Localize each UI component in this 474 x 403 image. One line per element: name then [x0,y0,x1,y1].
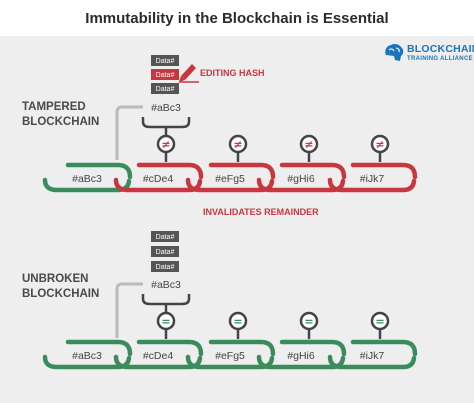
chain-link-bottom [256,354,346,370]
brain-icon [385,43,404,61]
chain-link-bottom [327,177,417,193]
data-box [151,83,179,94]
unbroken-section-label: UNBROKEN BLOCKCHAIN [22,272,99,302]
data-box-label: Data# [156,234,175,241]
block-hash: #cDe4 [143,173,174,185]
chain-link-top [208,339,276,357]
editing-hash-label: EDITING HASH [200,68,265,78]
svg-text:=: = [304,315,313,328]
block-hash: #aBc3 [72,350,102,362]
equal-icon: = [370,311,390,339]
block-hash: #aBc3 [72,173,102,185]
chain-link-top [279,162,347,180]
data-box [151,231,179,242]
block-hash: #gHi6 [287,350,315,362]
svg-text:=: = [161,315,170,328]
not-equal-icon: ≠ [228,134,248,162]
chain-link-top [136,162,204,180]
equal-icon: = [299,311,319,339]
tampered-label-line2: BLOCKCHAIN [22,116,100,128]
page-title: Immutability in the Blockchain is Essent… [85,10,389,27]
chain-link-bottom [185,354,275,370]
svg-text:≠: ≠ [161,138,170,151]
data-box [151,261,179,272]
chain-link-bottom [113,177,203,193]
data-box-label: Data# [156,264,175,271]
not-equal-icon: ≠ [156,134,176,162]
chain-link-top [279,339,347,357]
unbroken-label-line1: UNBROKEN [22,273,89,285]
chain-link-top [208,162,276,180]
tampered-label-line1: TAMPERED [22,101,86,113]
block-hash: #iJk7 [360,173,385,185]
link-line [115,105,143,160]
not-equal-icon: ≠ [370,134,390,162]
chain-link-bottom [42,177,132,193]
unbroken-data-stack: Data# Data# Data# [151,231,179,272]
chain-link-top [350,162,418,180]
block-hash: #eFg5 [215,173,245,185]
chain-link-top [136,339,204,357]
unbroken-top-hash: #aBc3 [151,279,181,291]
svg-text:≠: ≠ [233,138,242,151]
chain-link-top [65,339,133,357]
svg-text:≠: ≠ [304,138,313,151]
logo-title: BLOCKCHAIN [407,43,474,55]
chain-link-bottom [256,177,346,193]
data-box-label: Data# [156,58,175,65]
chain-link-bottom [42,354,132,370]
svg-text:≠: ≠ [375,138,384,151]
logo-subtitle: TRAINING ALLIANCE [407,56,473,62]
tampered-top-hash: #aBc3 [151,102,181,114]
block-hash: #eFg5 [215,350,245,362]
chain-link-bottom [113,354,203,370]
tampered-data-stack: Data# Data# Data# [151,55,179,94]
data-box-label: Data# [156,249,175,256]
unbroken-label-line2: BLOCKCHAIN [22,288,100,300]
chain-link-bottom [327,354,417,370]
block-hash: #gHi6 [287,173,315,185]
chain-link-top [350,339,418,357]
data-box-label: Data# [156,86,175,93]
data-box-label: Data# [156,72,175,79]
block-hash: #iJk7 [360,350,385,362]
pencil-icon [179,64,199,83]
link-line [115,282,143,338]
invalidates-remainder-label: INVALIDATES REMAINDER [203,207,319,217]
data-box [151,246,179,257]
hash-bracket [141,117,191,129]
svg-text:=: = [233,315,242,328]
data-box [151,55,179,66]
equal-icon: = [228,311,248,339]
block-hash: #cDe4 [143,350,174,362]
chain-link-bottom [185,177,275,193]
hash-bracket [141,294,191,306]
chain-link-top [65,162,133,180]
not-equal-icon: ≠ [299,134,319,162]
data-box-edited [151,69,179,80]
equal-icon: = [156,311,176,339]
svg-text:=: = [375,315,384,328]
tampered-section-label: TAMPERED BLOCKCHAIN [22,100,99,130]
